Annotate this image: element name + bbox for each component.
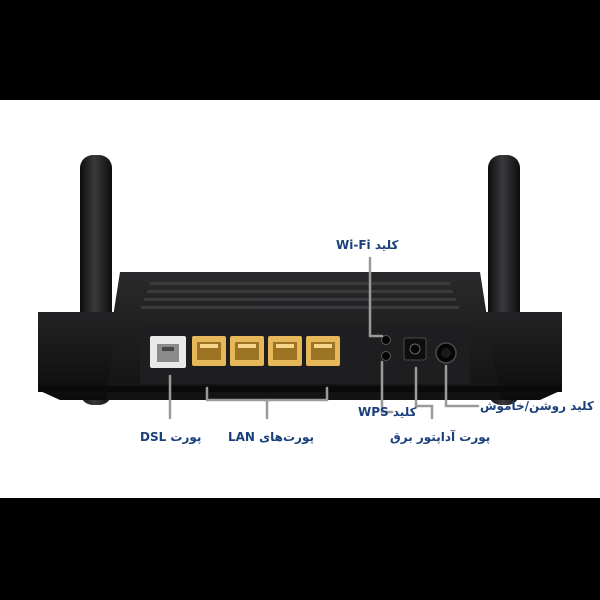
wps-button bbox=[381, 351, 391, 361]
power-adapter-label: پورت آداپتور برق bbox=[390, 430, 491, 444]
power-switch-label: کلید روشن/خاموش bbox=[480, 399, 594, 413]
dsl-port bbox=[150, 336, 186, 368]
power-adapter-port bbox=[403, 337, 427, 361]
lan-port bbox=[306, 336, 340, 366]
product-photo: کلید Wi-Fi کلید WPS کلید روشن/خاموش پورت… bbox=[0, 100, 600, 498]
lan-port bbox=[268, 336, 302, 366]
vent-grille bbox=[141, 282, 459, 309]
power-switch bbox=[435, 342, 457, 364]
dsl-port-label: پورت DSL bbox=[140, 430, 202, 444]
top-letterbox bbox=[0, 0, 600, 100]
wps-key-label: کلید WPS bbox=[358, 405, 417, 419]
lan-port bbox=[230, 336, 264, 366]
leader-lines bbox=[168, 256, 480, 420]
wifi-button bbox=[381, 335, 391, 345]
bottom-letterbox bbox=[0, 498, 600, 600]
wifi-key-label: کلید Wi-Fi bbox=[336, 238, 399, 252]
router-illustration bbox=[38, 155, 562, 420]
lan-ports-label: پورت‌های LAN bbox=[228, 430, 314, 444]
lan-ports bbox=[192, 336, 340, 366]
lan-port bbox=[192, 336, 226, 366]
